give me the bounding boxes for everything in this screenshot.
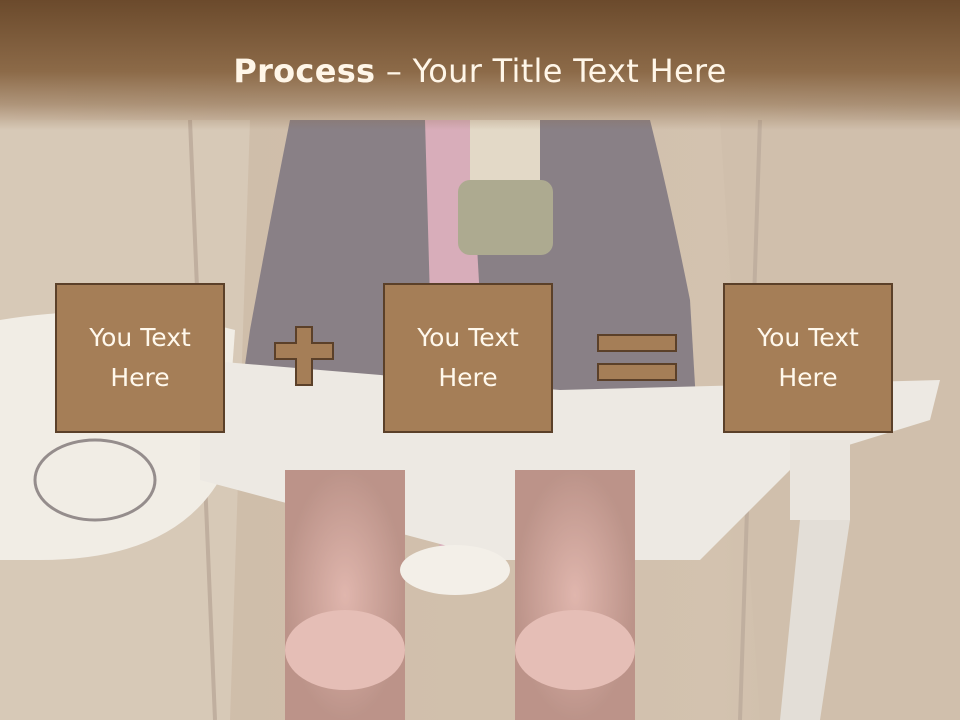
process-box-1-text: You Text Here bbox=[89, 323, 191, 392]
title-rest: Your Title Text Here bbox=[412, 52, 727, 90]
slide-title: Process – Your Title Text Here bbox=[0, 52, 960, 90]
title-bold: Process bbox=[233, 52, 376, 90]
title-bar bbox=[0, 0, 960, 130]
process-box-2-text: You Text Here bbox=[417, 323, 519, 392]
process-box-3-text: You Text Here bbox=[757, 323, 859, 392]
process-box-3: You Text Here bbox=[723, 283, 893, 433]
process-box-1: You Text Here bbox=[55, 283, 225, 433]
process-box-2: You Text Here bbox=[383, 283, 553, 433]
title-dash: – bbox=[375, 52, 413, 90]
